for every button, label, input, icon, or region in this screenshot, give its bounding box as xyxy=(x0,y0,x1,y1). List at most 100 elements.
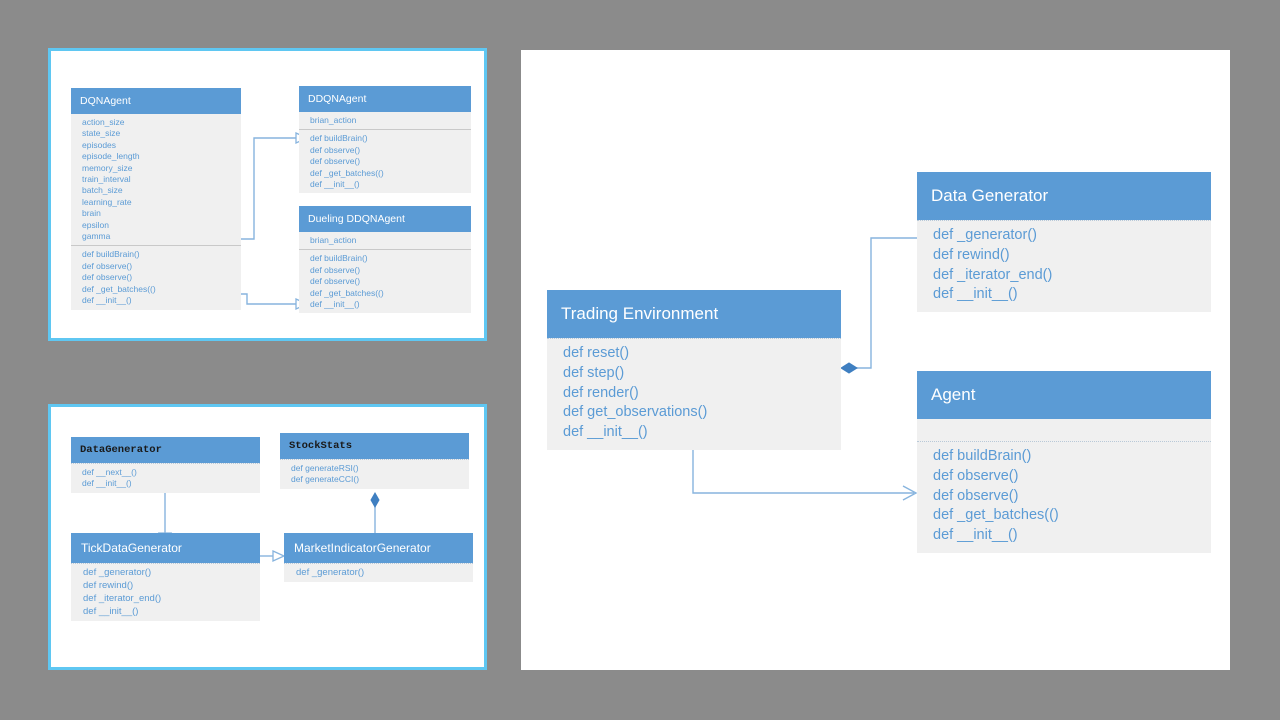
agent-hierarchy-panel: DQNAgent action_size state_size episodes… xyxy=(48,48,487,341)
attribute-row: brain xyxy=(82,208,101,219)
system-overview-panel: Data Generator def _generator() def rewi… xyxy=(521,50,1230,670)
methods-compartment-trading-environment: def reset() def step() def render() def … xyxy=(547,338,841,450)
class-box-dueling-ddqnagent[interactable]: Dueling DDQNAgent brian_action def build… xyxy=(299,206,471,314)
class-body-marketindicatorgenerator: def _generator() xyxy=(284,563,473,582)
methods-compartment-agent: def buildBrain() def observe() def obser… xyxy=(917,441,1211,553)
method-row: def buildBrain() xyxy=(310,133,368,144)
method-row: def render() xyxy=(563,384,639,401)
class-header-ddqnagent: DDQNAgent xyxy=(299,86,471,112)
method-row: def rewind() xyxy=(933,246,1010,263)
attribute-row: brian_action xyxy=(310,115,357,125)
class-body-dueling-ddqnagent: brian_action def buildBrain() def observ… xyxy=(299,232,471,314)
attribute-row: batch_size xyxy=(82,185,123,196)
method-row: def _generator() xyxy=(296,567,365,578)
attributes-compartment-ddqnagent: brian_action xyxy=(299,112,471,129)
class-box-dqnagent[interactable]: DQNAgent action_size state_size episodes… xyxy=(71,88,241,310)
class-box-data-generator[interactable]: Data Generator def _generator() def rewi… xyxy=(917,172,1211,313)
attributes-compartment-dueling-ddqnagent: brian_action xyxy=(299,232,471,249)
class-body-datagenerator: def __next__() def __init__() xyxy=(71,463,260,493)
class-header-data-generator: Data Generator xyxy=(917,172,1211,220)
attributes-compartment-agent xyxy=(917,419,1211,441)
method-row: def get_observations() xyxy=(563,404,708,421)
class-body-trading-environment: def reset() def step() def render() def … xyxy=(547,338,841,450)
method-row: def __init__() xyxy=(82,295,132,306)
class-header-agent: Agent xyxy=(917,371,1211,419)
method-row: def __init__() xyxy=(933,527,1018,544)
class-header-stockstats: StockStats xyxy=(280,433,469,459)
method-row: def _get_batches(() xyxy=(310,287,384,298)
association-line-tradingenv-agent xyxy=(692,444,914,494)
attributes-compartment-dqnagent: action_size state_size episodes episode_… xyxy=(71,114,241,245)
method-row: def _iterator_end() xyxy=(83,593,162,604)
attribute-row: train_interval xyxy=(82,174,131,185)
method-row: def _get_batches(() xyxy=(310,167,384,178)
method-row: def __init__() xyxy=(82,478,132,489)
class-box-datagenerator[interactable]: DataGenerator def __next__() def __init_… xyxy=(71,437,260,493)
methods-compartment-ddqnagent: def buildBrain() def observe() def obser… xyxy=(299,129,471,193)
generalization-line-dqn-dueling xyxy=(241,293,296,305)
method-row: def reset() xyxy=(563,345,630,361)
class-header-trading-environment: Trading Environment xyxy=(547,290,841,338)
method-row: def observe() xyxy=(82,272,133,283)
class-header-tickdatagenerator: TickDataGenerator xyxy=(71,533,260,563)
method-row: def __init__() xyxy=(563,424,648,441)
attribute-row: brian_action xyxy=(310,235,357,245)
attribute-row: learning_rate xyxy=(82,196,132,207)
class-body-ddqnagent: brian_action def buildBrain() def observ… xyxy=(299,112,471,194)
method-row: def _generator() xyxy=(933,227,1037,243)
method-row: def observe() xyxy=(310,264,361,275)
class-body-tickdatagenerator: def _generator() def rewind() def _itera… xyxy=(71,563,260,621)
method-row: def _generator() xyxy=(83,567,152,578)
attribute-row: episodes xyxy=(82,139,117,150)
class-body-dqnagent: action_size state_size episodes episode_… xyxy=(71,114,241,310)
composition-diamond-stockstats xyxy=(370,491,380,509)
composition-line-datagen-tradingenv xyxy=(847,237,917,369)
method-row: def buildBrain() xyxy=(82,249,140,260)
method-row: def buildBrain() xyxy=(310,253,368,264)
method-row: def observe() xyxy=(310,276,361,287)
class-header-dqnagent: DQNAgent xyxy=(71,88,241,114)
class-box-marketindicatorgenerator[interactable]: MarketIndicatorGenerator def _generator(… xyxy=(284,533,473,582)
method-row: def step() xyxy=(563,364,625,381)
attribute-row: state_size xyxy=(82,128,121,139)
methods-compartment-datagenerator: def __next__() def __init__() xyxy=(71,463,260,493)
class-box-ddqnagent[interactable]: DDQNAgent brian_action def buildBrain() … xyxy=(299,86,471,194)
attribute-row: memory_size xyxy=(82,162,133,173)
method-row: def observe() xyxy=(933,487,1019,504)
class-box-trading-environment[interactable]: Trading Environment def reset() def step… xyxy=(547,290,841,450)
composition-diamond-tradingenv xyxy=(840,362,858,374)
methods-compartment-dqnagent: def buildBrain() def observe() def obser… xyxy=(71,245,241,309)
attribute-row: episode_length xyxy=(82,151,140,162)
generalization-line-dqn-ddqn xyxy=(241,137,296,240)
class-body-stockstats: def generateRSI() def generateCCI() xyxy=(280,459,469,489)
method-row: def __next__() xyxy=(82,467,137,477)
association-arrowhead-agent xyxy=(902,485,918,501)
method-row: def _iterator_end() xyxy=(933,266,1053,283)
methods-compartment-data-generator: def _generator() def rewind() def _itera… xyxy=(917,220,1211,312)
class-box-stockstats[interactable]: StockStats def generateRSI() def generat… xyxy=(280,433,469,489)
method-row: def rewind() xyxy=(83,580,134,591)
method-row: def generateCCI() xyxy=(291,474,360,485)
method-row: def __init__() xyxy=(933,286,1018,303)
method-row: def observe() xyxy=(933,467,1019,484)
generalization-arrowhead-marketindicator xyxy=(272,549,286,563)
data-generator-panel: DataGenerator def __next__() def __init_… xyxy=(48,404,487,670)
method-row: def buildBrain() xyxy=(933,448,1032,464)
attribute-row: epsilon xyxy=(82,219,109,230)
method-row: def observe() xyxy=(310,156,361,167)
class-header-marketindicatorgenerator: MarketIndicatorGenerator xyxy=(284,533,473,563)
method-row: def __init__() xyxy=(310,299,360,310)
method-row: def __init__() xyxy=(83,606,139,617)
attribute-row: gamma xyxy=(82,231,111,242)
method-row: def generateRSI() xyxy=(291,463,359,473)
attribute-row: action_size xyxy=(82,117,125,127)
class-box-tickdatagenerator[interactable]: TickDataGenerator def _generator() def r… xyxy=(71,533,260,621)
class-body-agent: def buildBrain() def observe() def obser… xyxy=(917,419,1211,553)
class-header-dueling-ddqnagent: Dueling DDQNAgent xyxy=(299,206,471,232)
method-row: def observe() xyxy=(310,144,361,155)
class-box-agent[interactable]: Agent def buildBrain() def observe() def… xyxy=(917,371,1211,553)
methods-compartment-stockstats: def generateRSI() def generateCCI() xyxy=(280,459,469,489)
method-row: def _get_batches(() xyxy=(933,507,1059,524)
method-row: def _get_batches(() xyxy=(82,283,156,294)
methods-compartment-dueling-ddqnagent: def buildBrain() def observe() def obser… xyxy=(299,249,471,313)
